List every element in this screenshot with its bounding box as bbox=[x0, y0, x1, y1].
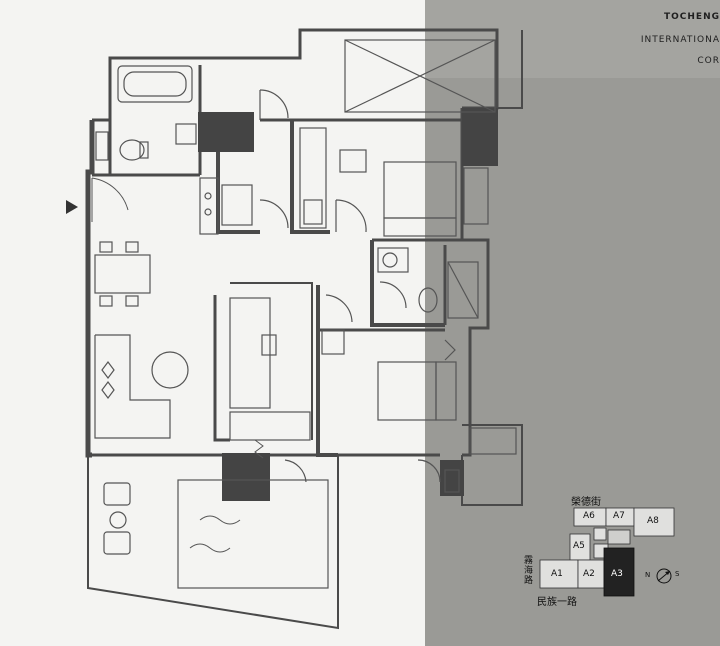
compass-n-label: N bbox=[645, 571, 651, 579]
unit-label-a8: A8 bbox=[647, 516, 659, 526]
street-top-label: 榮德街 bbox=[571, 497, 601, 508]
bedroom-2-fixtures bbox=[321, 294, 517, 455]
keyplan-a2 bbox=[577, 559, 605, 589]
entry-door bbox=[91, 177, 129, 222]
wall-study-top bbox=[230, 282, 313, 440]
balcony-fixtures bbox=[103, 459, 460, 589]
unit-label-a2: A2 bbox=[583, 569, 595, 579]
exterior-wall-left bbox=[85, 120, 95, 458]
compass-s-label: S bbox=[675, 570, 680, 578]
header-panel bbox=[425, 0, 720, 78]
column-1 bbox=[198, 112, 254, 152]
street-bottom-label: 民族一路 bbox=[537, 597, 577, 608]
exterior-wall-right-upper bbox=[497, 30, 523, 109]
brand-subtitle-2: COR bbox=[697, 56, 720, 66]
bedroom-1-fixtures bbox=[335, 149, 489, 237]
skylight bbox=[344, 39, 496, 113]
keyplan-core-1 bbox=[593, 527, 607, 541]
exterior-wall-top bbox=[92, 28, 499, 122]
bathroom-1-fixtures bbox=[95, 65, 197, 161]
keyplan-a8 bbox=[633, 507, 675, 537]
entry-arrow-icon bbox=[66, 200, 78, 214]
structural-columns bbox=[198, 108, 498, 501]
wall-kitchen-right bbox=[290, 120, 330, 234]
unit-label-a3: A3 bbox=[611, 569, 623, 579]
column-4 bbox=[440, 460, 464, 496]
unit-label-a7: A7 bbox=[613, 511, 625, 521]
brand-subtitle: INTERNATIONA bbox=[640, 35, 720, 45]
key-plan bbox=[539, 507, 675, 597]
dining-set bbox=[94, 241, 151, 307]
wall-kitchen bbox=[216, 145, 260, 234]
balcony-outline bbox=[87, 455, 339, 630]
compass-icon bbox=[656, 568, 672, 584]
keyplan-core-2 bbox=[607, 529, 631, 545]
wall-bath2 bbox=[370, 240, 445, 327]
brand-title: TOCHENG bbox=[664, 12, 720, 22]
wall-bedroom2 bbox=[316, 285, 338, 457]
unit-label-a1: A1 bbox=[551, 569, 563, 579]
column-3 bbox=[222, 453, 270, 501]
living-fixtures bbox=[94, 334, 189, 439]
wall-study bbox=[213, 295, 230, 442]
kitchen-fixtures bbox=[199, 89, 327, 235]
unit-label-a6: A6 bbox=[583, 511, 595, 521]
bathroom-2-fixtures bbox=[377, 247, 479, 319]
column-2 bbox=[462, 108, 498, 166]
street-left-label: 霧海路 bbox=[524, 556, 534, 586]
keyplan-a3 bbox=[603, 547, 635, 597]
study-fixtures bbox=[229, 297, 311, 459]
unit-label-a5: A5 bbox=[573, 541, 585, 551]
